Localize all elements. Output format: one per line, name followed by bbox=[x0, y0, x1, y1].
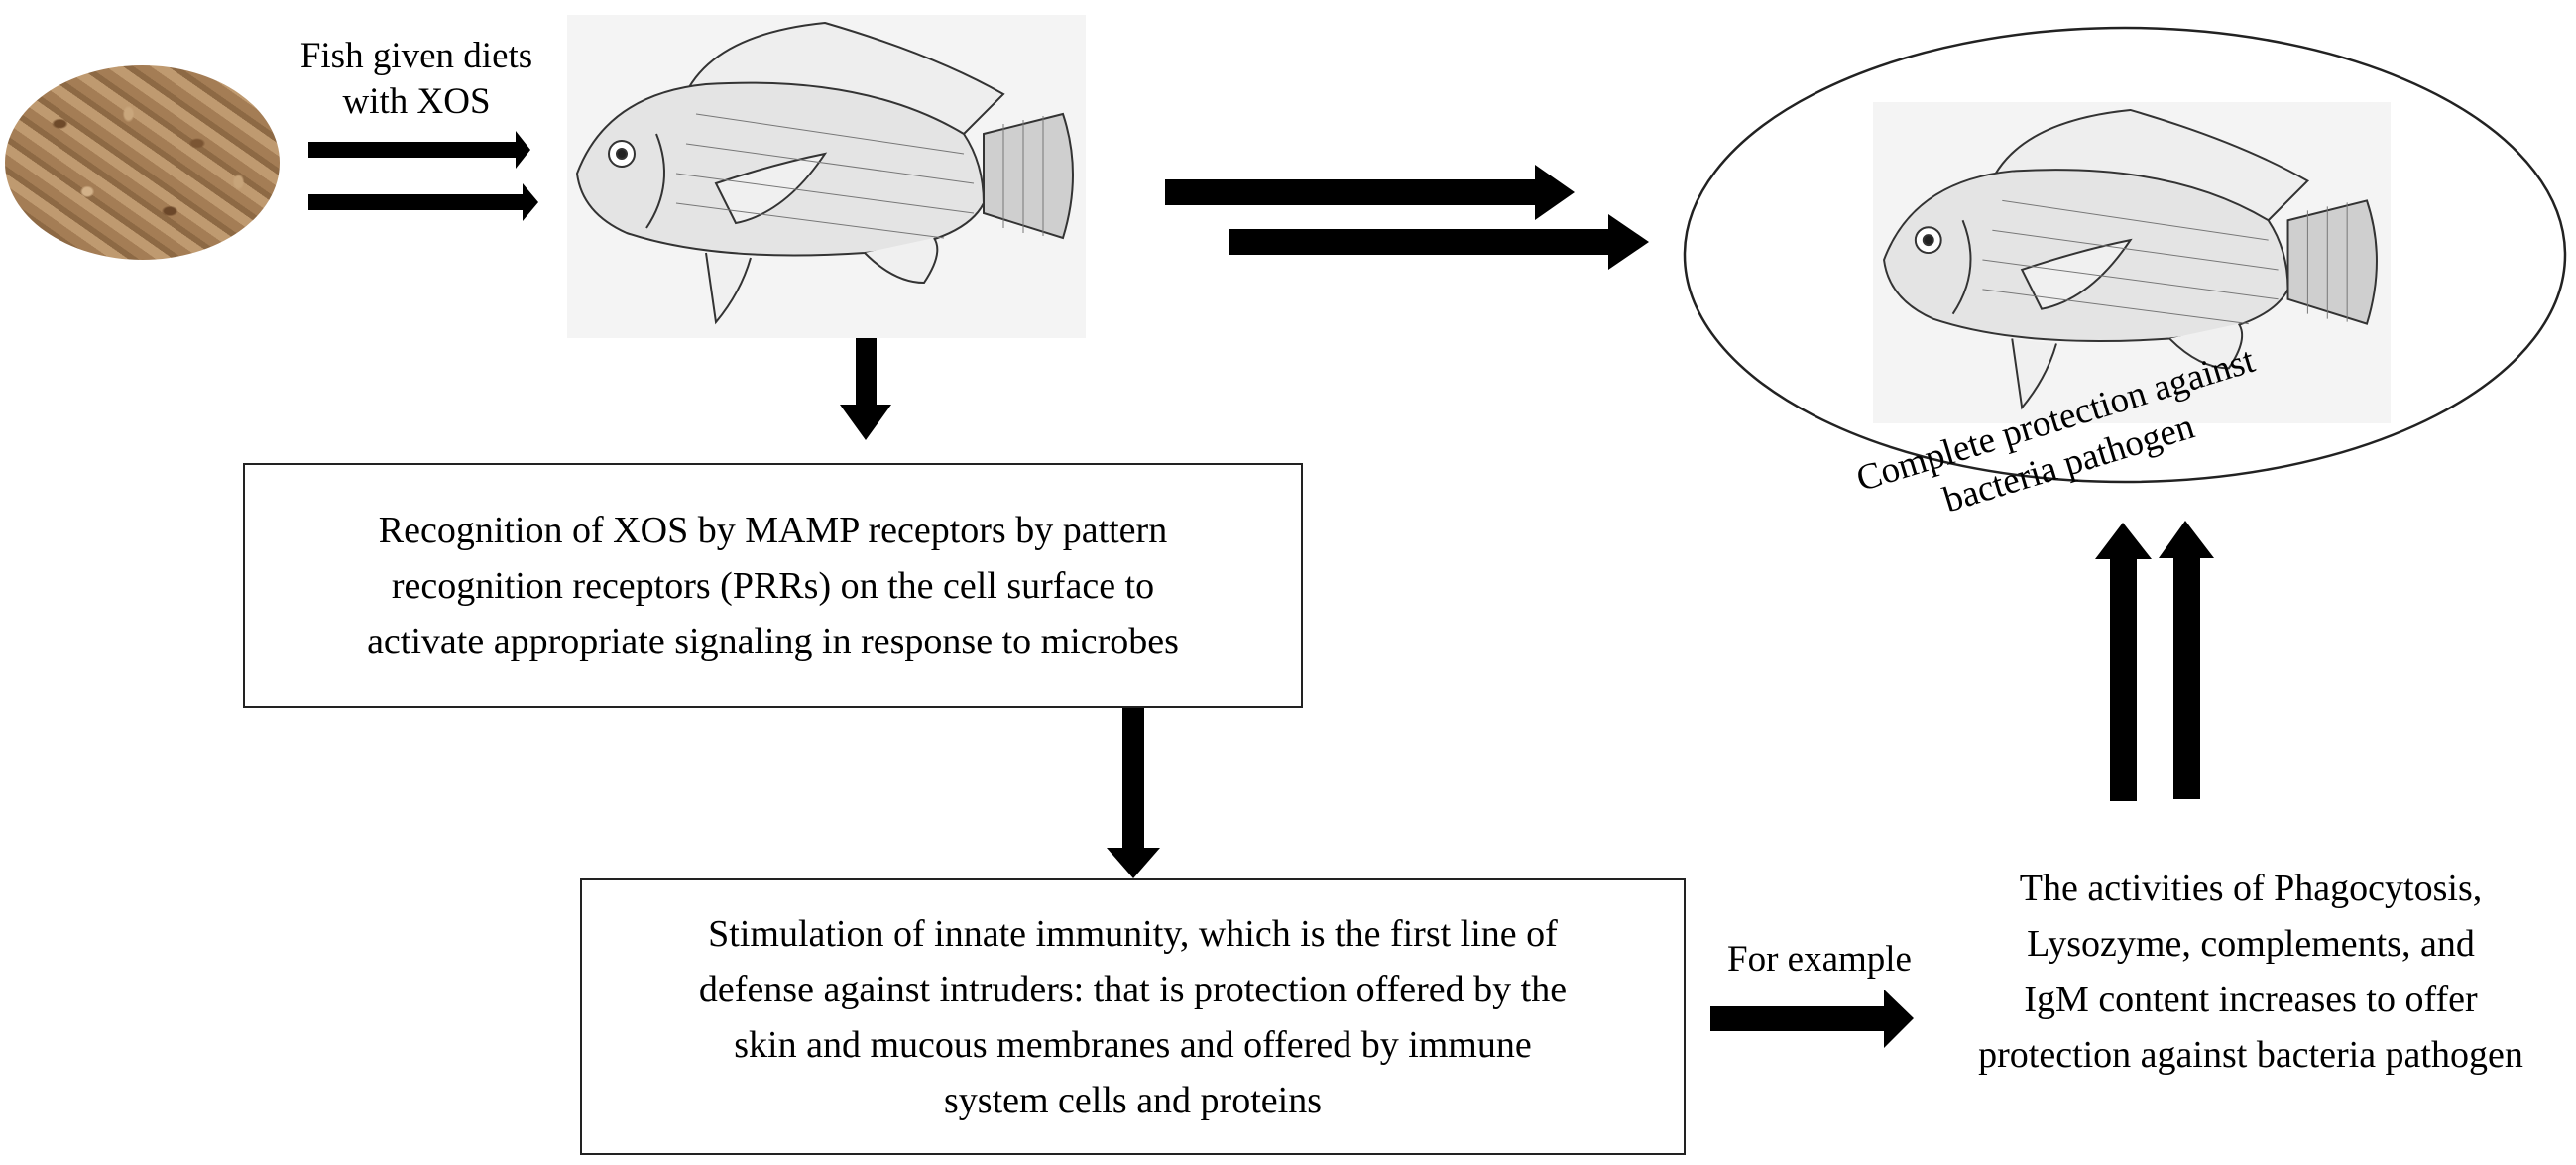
diet-label-line-1: Fish given diets bbox=[299, 36, 533, 76]
arrow-feed-to-fish-2 bbox=[308, 183, 538, 221]
arrow-fish-to-recognition bbox=[840, 308, 891, 440]
activities-line-1: The activities of Phagocytosis, bbox=[2019, 868, 2483, 909]
immunity-line-1: Stimulation of innate immunity, which is… bbox=[708, 912, 1558, 955]
immunity-line-3: skin and mucous membranes and offered by… bbox=[734, 1023, 1532, 1066]
activities-line-4: protection against bacteria pathogen bbox=[1978, 1034, 2523, 1076]
immunity-line-4: system cells and proteins bbox=[944, 1079, 1322, 1121]
arrow-activities-to-outcome-1 bbox=[2095, 523, 2152, 801]
arrow-recognition-to-immunity bbox=[1107, 708, 1160, 878]
fish-illustration-icon bbox=[1883, 108, 2378, 410]
arrow-feed-to-fish-1 bbox=[308, 131, 530, 169]
immunity-line-2: defense against intruders: that is prote… bbox=[698, 968, 1568, 1010]
fish-illustration-icon bbox=[575, 21, 1074, 325]
arrow-immunity-to-activities bbox=[1710, 990, 1914, 1048]
activities-line-3: IgM content increases to offer bbox=[2024, 979, 2478, 1020]
diet-label-line-2: with XOS bbox=[342, 81, 491, 122]
innate-immunity-box: Stimulation of innate immunity, which is… bbox=[580, 878, 1686, 1155]
fish-fed-image bbox=[567, 15, 1086, 338]
arrow-fish-to-outcome-1 bbox=[1165, 165, 1575, 220]
arrow-fish-to-outcome-2 bbox=[1229, 214, 1649, 270]
recognition-line-1: Recognition of XOS by MAMP receptors by … bbox=[378, 509, 1168, 551]
recognition-line-3: activate appropriate signaling in respon… bbox=[367, 620, 1179, 662]
recognition-box: Recognition of XOS by MAMP receptors by … bbox=[243, 463, 1303, 708]
diet-label: Fish given diets with XOS bbox=[258, 34, 575, 125]
outcome-ellipse bbox=[1683, 26, 2567, 484]
outcome-fish-image bbox=[1873, 102, 2391, 423]
activities-line-2: Lysozyme, complements, and bbox=[2027, 923, 2475, 965]
for-example-label: For example bbox=[1727, 939, 1912, 980]
activities-text: The activities of Phagocytosis, Lysozyme… bbox=[1924, 861, 2576, 1083]
feed-pellets-image bbox=[5, 65, 280, 260]
arrow-activities-to-outcome-2 bbox=[2159, 521, 2214, 799]
recognition-line-2: recognition receptors (PRRs) on the cell… bbox=[391, 564, 1155, 607]
